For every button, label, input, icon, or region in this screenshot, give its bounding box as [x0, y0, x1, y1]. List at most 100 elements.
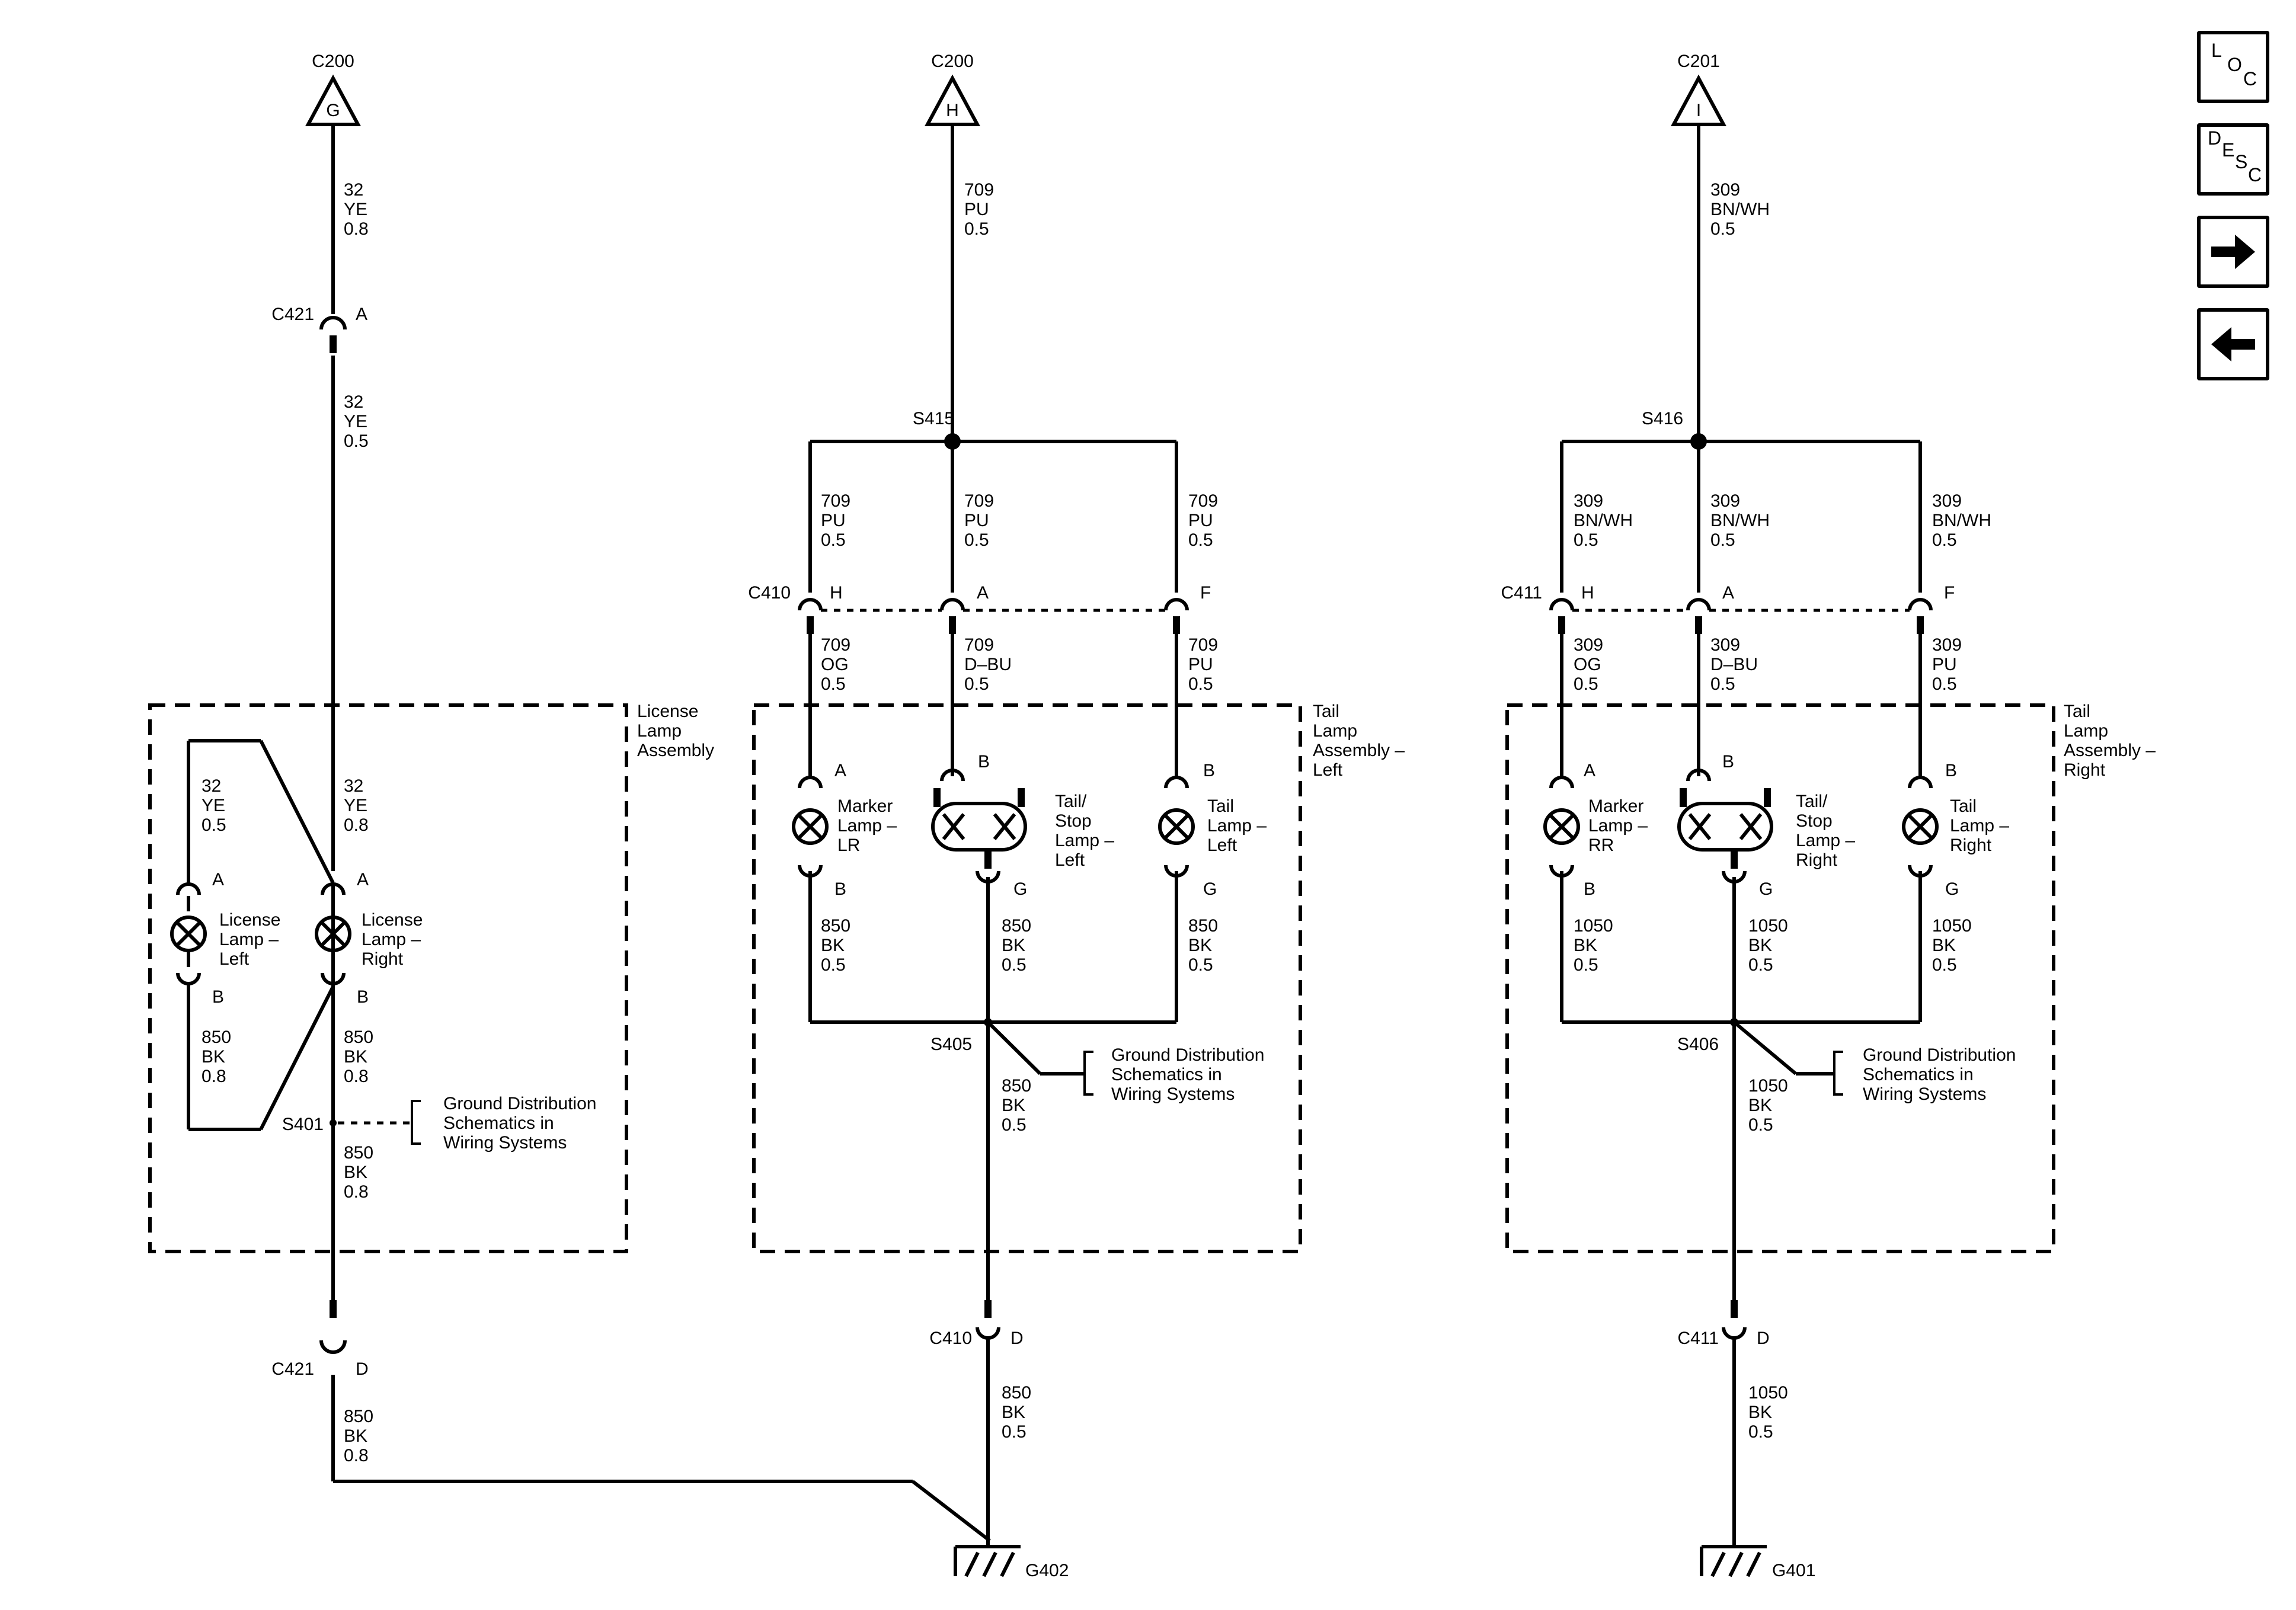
svg-text:F: F	[1944, 583, 1955, 603]
svg-text:Lamp –: Lamp –	[1055, 831, 1114, 850]
svg-text:Wiring Systems: Wiring Systems	[1863, 1084, 1986, 1104]
svg-text:D–BU: D–BU	[1710, 655, 1758, 674]
svg-text:Assembly –: Assembly –	[1313, 741, 1405, 760]
svg-text:S: S	[2235, 151, 2247, 172]
splice-s405: S405	[930, 1018, 992, 1054]
tail-assembly-left-label: Tail Lamp Assembly – Left	[1313, 702, 1405, 780]
svg-text:F: F	[1200, 583, 1211, 603]
svg-text:BK: BK	[1574, 936, 1597, 955]
svg-text:PU: PU	[821, 511, 846, 530]
svg-text:850: 850	[344, 1143, 373, 1163]
svg-text:0.5: 0.5	[1188, 674, 1213, 694]
svg-text:BK: BK	[821, 936, 845, 955]
svg-text:32: 32	[202, 776, 221, 796]
ground-g401: G401	[1700, 1545, 1815, 1580]
splice-s416: S416	[1642, 409, 1707, 450]
svg-text:0.8: 0.8	[344, 815, 369, 835]
connector-c410: C410 H A F	[748, 583, 1211, 634]
svg-text:BK: BK	[1002, 1403, 1025, 1422]
svg-text:32: 32	[344, 180, 363, 200]
svg-text:0.5: 0.5	[821, 955, 846, 975]
svg-text:0.5: 0.5	[1574, 674, 1598, 694]
splice-s401: S401	[282, 1115, 412, 1134]
svg-text:0.5: 0.5	[1932, 674, 1957, 694]
svg-text:850: 850	[1002, 1076, 1031, 1096]
svg-text:BN/WH: BN/WH	[1574, 511, 1633, 530]
svg-text:0.5: 0.5	[1188, 955, 1213, 975]
svg-text:0.5: 0.5	[1574, 530, 1598, 550]
splice-s406: S406	[1677, 1018, 1738, 1054]
lamp-pin: B	[357, 987, 369, 1007]
previous-page-button[interactable]	[2197, 308, 2269, 380]
svg-text:0.5: 0.5	[1748, 1422, 1773, 1442]
svg-text:S405: S405	[930, 1035, 972, 1054]
svg-text:Left: Left	[1313, 760, 1343, 780]
tail-assembly-right-label: Tail Lamp Assembly – Right	[2064, 702, 2156, 780]
lamp-icon	[1158, 808, 1195, 845]
svg-text:309: 309	[1710, 635, 1740, 655]
lamp-pin: A	[212, 870, 224, 889]
connector-pin: A	[356, 305, 367, 324]
ground-ref-left: Ground Distribution Schematics in Wiring…	[1083, 1045, 1264, 1104]
svg-text:BN/WH: BN/WH	[1710, 511, 1770, 530]
svg-text:1050: 1050	[1748, 1383, 1788, 1403]
svg-text:S401: S401	[282, 1115, 324, 1134]
svg-text:0.8: 0.8	[202, 1067, 226, 1086]
svg-text:BK: BK	[1748, 1096, 1772, 1115]
svg-text:Marker: Marker	[1588, 796, 1643, 816]
svg-text:709: 709	[964, 180, 994, 200]
svg-text:Left: Left	[219, 949, 250, 969]
next-page-button[interactable]	[2197, 216, 2269, 288]
svg-text:309: 309	[1710, 180, 1740, 200]
svg-text:709: 709	[964, 491, 994, 511]
connector-pin: H	[946, 101, 959, 120]
svg-text:C: C	[2248, 164, 2262, 185]
ground-g402: G402	[954, 1545, 1069, 1580]
svg-text:Left: Left	[1055, 850, 1085, 870]
svg-text:Lamp: Lamp	[2064, 721, 2108, 741]
tail-stop-lamp-right: B G Tail/ Stop Lamp – Right	[1677, 752, 1855, 899]
connector-c411: C411 H A F	[1501, 583, 1955, 634]
svg-text:G: G	[1013, 879, 1027, 899]
location-button[interactable]: L O C	[2197, 31, 2269, 103]
svg-text:YE: YE	[344, 796, 367, 815]
svg-text:OG: OG	[1574, 655, 1601, 674]
marker-lamp-lr: A B Marker Lamp – LR	[792, 761, 897, 899]
description-button[interactable]: D E S C	[2197, 123, 2269, 196]
tail-stop-lamp-left: B G Tail/ Stop Lamp – Left	[931, 752, 1114, 899]
svg-text:Right: Right	[2064, 760, 2106, 780]
connector-c411-d: C411 D	[1678, 1300, 1770, 1348]
svg-text:B: B	[1722, 752, 1734, 772]
connector-label: C200	[931, 52, 974, 71]
lamp-icon	[931, 802, 1027, 852]
svg-text:0.5: 0.5	[964, 530, 989, 550]
svg-text:YE: YE	[344, 200, 367, 219]
svg-text:Stop: Stop	[1055, 811, 1092, 831]
svg-text:Tail: Tail	[1207, 796, 1234, 816]
svg-text:709: 709	[964, 635, 994, 655]
connector-c410-d: C410 D	[929, 1300, 1024, 1348]
svg-text:Lamp –: Lamp –	[219, 930, 279, 949]
svg-text:850: 850	[1002, 916, 1031, 936]
svg-text:850: 850	[344, 1028, 373, 1047]
svg-text:709: 709	[821, 635, 850, 655]
svg-text:License: License	[637, 702, 698, 721]
lamp-icon	[315, 916, 351, 952]
svg-text:Lamp: Lamp	[1313, 721, 1357, 741]
svg-text:0.8: 0.8	[344, 1067, 369, 1086]
svg-text:G: G	[1759, 879, 1773, 899]
svg-text:709: 709	[1188, 491, 1218, 511]
svg-text:Lamp –: Lamp –	[837, 816, 897, 836]
svg-text:A: A	[1722, 583, 1734, 603]
svg-text:0.5: 0.5	[1002, 955, 1027, 975]
svg-text:Ground Distribution: Ground Distribution	[1111, 1045, 1264, 1065]
svg-text:Tail/: Tail/	[1796, 792, 1828, 811]
connector-c421-a: C421 A	[271, 305, 367, 353]
